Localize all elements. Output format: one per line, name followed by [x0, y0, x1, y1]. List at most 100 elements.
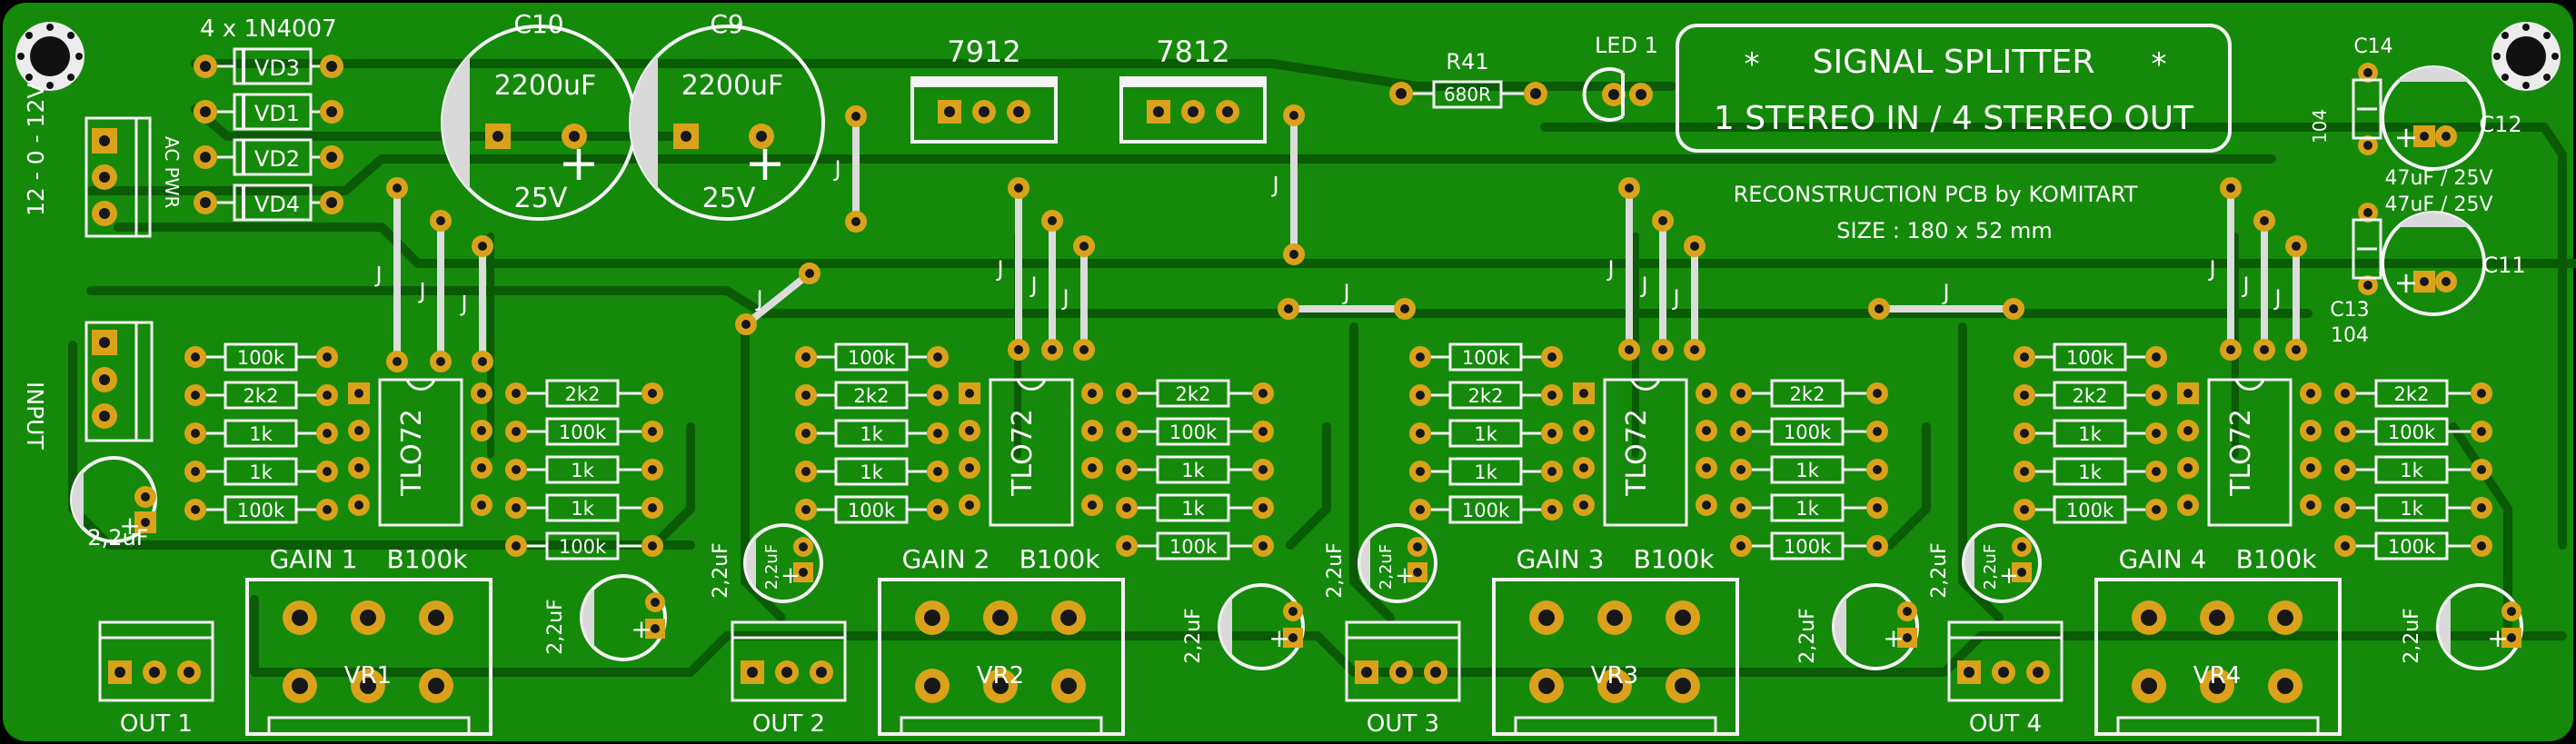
- led-1: LED 1: [1582, 33, 1658, 122]
- resistor-value: 100k: [2066, 500, 2114, 521]
- ic-label: TLO72: [1007, 409, 1039, 497]
- c10-plus: +: [558, 134, 599, 192]
- output-cap: +2,2uF: [2401, 583, 2523, 670]
- jumper-wire: J: [2273, 235, 2307, 361]
- credits-line-2: SIZE : 180 x 52 mm: [1836, 218, 2052, 243]
- resistor-value: 1k: [1474, 423, 1497, 445]
- regulator-7812: 7812: [1119, 35, 1267, 144]
- pot-label: B100k: [2236, 544, 2318, 574]
- jumper-label: J: [1639, 273, 1647, 298]
- resistor-left: 2k2: [2014, 381, 2167, 410]
- gain-cap-label: 2,2uF: [1377, 544, 1396, 590]
- regulator-pads: [1147, 100, 1239, 124]
- out-label: OUT 1: [120, 710, 193, 738]
- output-connector-1: [98, 620, 214, 702]
- r41-ref: R41: [1446, 49, 1488, 74]
- jumper-label: J: [754, 286, 762, 312]
- regulator-7812-label: 7812: [1156, 35, 1229, 69]
- output-cap-plus: +: [1883, 623, 1904, 653]
- vr-label: VR1: [344, 662, 392, 689]
- potentiometer-vr4: VR4: [2094, 578, 2342, 736]
- output-cap-label: 2,2uF: [1182, 608, 1205, 664]
- input-connector: [85, 321, 154, 442]
- c12-value: 47uF / 25V: [2384, 167, 2492, 190]
- resistor-value: 2k2: [565, 383, 601, 405]
- c10-voltage: 25V: [514, 183, 568, 214]
- resistor-left: 1k: [1409, 457, 1563, 486]
- jumper-label: J: [2273, 285, 2281, 311]
- board-substrate: [3, 3, 2573, 741]
- resistor-right: 1k: [1116, 455, 1274, 484]
- resistor-right: 2k2: [505, 379, 663, 408]
- gain-cap-plus: +: [1395, 562, 1415, 590]
- resistor-right: 1k: [2334, 493, 2492, 522]
- ac-pwr-label: AC PWR: [161, 136, 183, 208]
- jumper-wire: J: [1671, 235, 1706, 361]
- resistor-left: 2k2: [184, 381, 338, 410]
- output-cap-plus: +: [2487, 623, 2508, 653]
- c9-voltage: 25V: [702, 183, 756, 214]
- jumper-label: J: [1941, 280, 1949, 305]
- vr-label: VR4: [2193, 662, 2241, 689]
- resistor-value: 1k: [1795, 498, 1819, 520]
- output-cap: +2,2uF: [1796, 583, 1919, 670]
- ac-rail-label: 12 - 0 - 12V: [23, 84, 49, 216]
- diode-label: VD3: [254, 55, 300, 81]
- cap-c12: + C12 47uF / 25V: [2381, 65, 2522, 190]
- resistor-value: 1k: [2078, 461, 2102, 483]
- resistor-right: 100k: [505, 531, 663, 560]
- pot-label: B100k: [387, 544, 469, 574]
- resistor-value: 1k: [1181, 498, 1205, 520]
- resistor-left: 100k: [1409, 495, 1563, 524]
- jumper-wire: J: [373, 177, 408, 372]
- output-cap: +2,2uF: [1182, 583, 1305, 670]
- resistor-value: 100k: [1784, 422, 1832, 443]
- amp-stage-2: 100k2k21k1k100kTLO722k2100k1k1k100k+2,2u…: [710, 342, 1305, 670]
- input-cap: +: [70, 456, 157, 543]
- diode-label: VD4: [254, 192, 300, 217]
- resistor-value: 1k: [2078, 423, 2102, 445]
- resistor-left: 100k: [184, 342, 338, 372]
- resistor-value: 1k: [1795, 460, 1819, 481]
- resistor-value: 1k: [1474, 461, 1497, 483]
- amp-stage-1: 100k2k21k1k100kTLO722k2100k1k1k100k+2,2u…: [184, 342, 667, 661]
- resistor-right: 1k: [505, 493, 663, 522]
- jumper-label: J: [1270, 173, 1278, 198]
- ic-tl072: TLO72: [1573, 378, 1717, 527]
- vr-label: VR3: [1591, 662, 1638, 689]
- potentiometer-vr2: VR2: [878, 578, 1125, 736]
- c10-value: 2200uF: [494, 70, 597, 102]
- mounting-hole-left: [15, 22, 85, 91]
- c13-ref: C13: [2330, 299, 2369, 322]
- input-label: INPUT: [22, 382, 48, 450]
- resistor-right: 2k2: [1730, 379, 1888, 408]
- right-cap-pads: [2358, 63, 2457, 295]
- jumper-wire: J: [459, 235, 493, 372]
- resistor-value: 2k2: [1790, 383, 1825, 405]
- resistor-value: 100k: [1169, 422, 1218, 443]
- jumper-wire: J: [995, 177, 1029, 361]
- resistor-left: 1k: [2014, 419, 2167, 448]
- output-cap-label: 2,2uF: [2401, 608, 2423, 664]
- resistor-left: 100k: [2014, 342, 2167, 372]
- output-cap-label: 2,2uF: [1796, 608, 1819, 664]
- resistor-value: 2k2: [2394, 383, 2430, 405]
- resistor-left: 1k: [795, 419, 949, 448]
- gain-label: GAIN 1: [270, 544, 358, 574]
- jumper-label: J: [1341, 280, 1349, 305]
- jumper-label: J: [459, 292, 467, 317]
- c11-ref: C11: [2482, 253, 2525, 278]
- regulator-pads: [938, 100, 1030, 124]
- ic-tl072: TLO72: [2177, 378, 2322, 527]
- resistor-right: 1k: [1116, 493, 1274, 522]
- resistor-value: 100k: [1462, 500, 1510, 521]
- gain-cap-label: 2,2uF: [1981, 544, 2000, 590]
- c11-value: 47uF / 25V: [2384, 193, 2492, 216]
- gain-label: GAIN 3: [1517, 544, 1605, 574]
- gain-cap-label-2: 2,2uF: [1928, 542, 1951, 599]
- resistor-right: 2k2: [2334, 379, 2492, 408]
- c10-ref: C10: [513, 9, 563, 39]
- resistor-left: 100k: [2014, 495, 2167, 524]
